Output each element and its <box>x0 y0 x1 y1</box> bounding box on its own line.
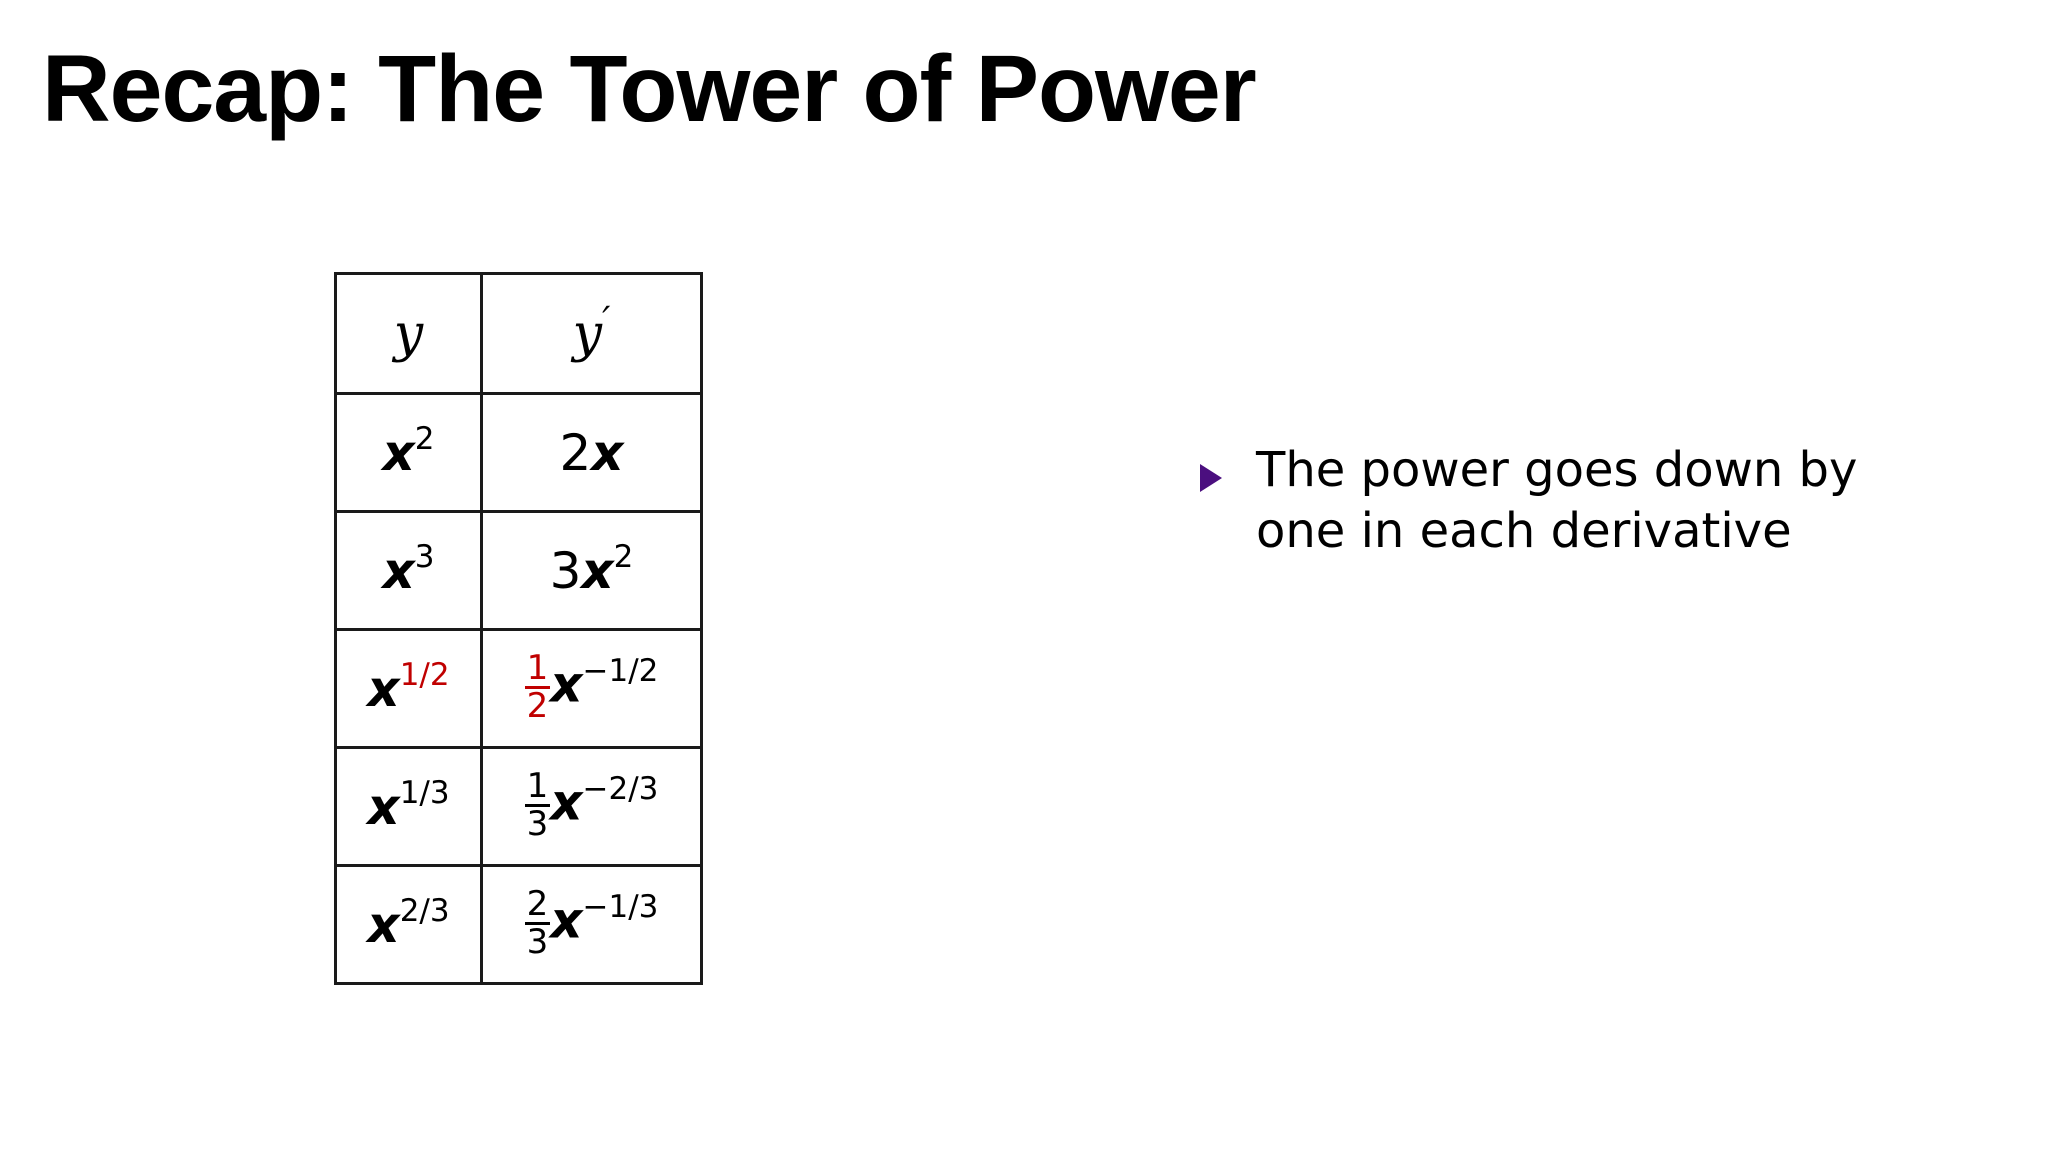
fraction-numerator: 2 <box>526 884 549 925</box>
exponent: 2/3 <box>399 892 450 929</box>
expression-y-prime-2: 3x2 <box>550 541 634 595</box>
base-symbol: x <box>581 541 614 600</box>
fraction-denominator: 3 <box>524 804 551 844</box>
fraction-numerator: 1 <box>526 766 549 807</box>
cell-y-5: x2/3 <box>334 864 483 985</box>
coefficient: 2 <box>559 423 592 482</box>
exponent: 2 <box>414 420 435 457</box>
cell-y-4: x1/3 <box>334 746 483 867</box>
base-symbol: x <box>550 656 583 714</box>
triangle-right-icon <box>1200 464 1222 492</box>
fraction-denominator: 2 <box>524 686 551 726</box>
exponent: 2 <box>613 538 634 575</box>
table-row: x2 2x <box>334 392 703 513</box>
fraction-numerator: 1 <box>526 648 549 689</box>
expression-y-2: x3 <box>383 541 435 595</box>
base-symbol: x <box>550 774 583 832</box>
cell-y-3: x1/2 <box>334 628 483 749</box>
base-symbol: x <box>382 423 415 482</box>
cell-y-prime-2: 3x2 <box>480 510 703 631</box>
bullet-list: The power goes down by one in each deriv… <box>1200 440 1900 563</box>
cell-y-prime-1: 2x <box>480 392 703 513</box>
coefficient: 3 <box>549 541 582 600</box>
list-item: The power goes down by one in each deriv… <box>1200 440 1900 563</box>
expression-y-prime-1: 2x <box>559 428 623 478</box>
exponent: −1/2 <box>582 653 659 690</box>
base-symbol: x <box>367 659 400 718</box>
header-y-prime-label: y′ <box>573 301 611 359</box>
exponent: 3 <box>414 538 435 575</box>
derivative-table-container: y y′ x2 2x x3 3x <box>334 272 703 985</box>
derivative-table: y y′ x2 2x x3 3x <box>334 272 703 985</box>
page-title: Recap: The Tower of Power <box>42 36 1257 142</box>
exponent: −1/3 <box>582 889 659 926</box>
cell-y-1: x2 <box>334 392 483 513</box>
expression-y-1: x2 <box>383 423 435 477</box>
exponent: −2/3 <box>582 771 659 808</box>
base-symbol: x <box>550 892 583 950</box>
exponent: 1/2 <box>399 656 450 693</box>
prime-icon: ′ <box>602 298 611 342</box>
base-symbol: x <box>382 541 415 600</box>
expression-y-3: x1/2 <box>367 659 449 713</box>
header-y-prime-base: y <box>572 303 603 364</box>
column-header-y: y <box>334 272 483 395</box>
table-row: x3 3x2 <box>334 510 703 631</box>
base-symbol: x <box>591 423 624 482</box>
base-symbol: x <box>367 777 400 836</box>
cell-y-2: x3 <box>334 510 483 631</box>
fraction-denominator: 3 <box>524 922 551 962</box>
base-symbol: x <box>367 895 400 954</box>
table-header-row: y y′ <box>334 272 703 395</box>
bullet-text: The power goes down by one in each deriv… <box>1256 442 1858 560</box>
header-y-label: y <box>393 303 424 364</box>
column-header-y-prime: y′ <box>480 272 703 395</box>
expression-y-5: x2/3 <box>367 895 449 949</box>
expression-y-4: x1/3 <box>367 777 449 831</box>
exponent: 1/3 <box>399 774 450 811</box>
